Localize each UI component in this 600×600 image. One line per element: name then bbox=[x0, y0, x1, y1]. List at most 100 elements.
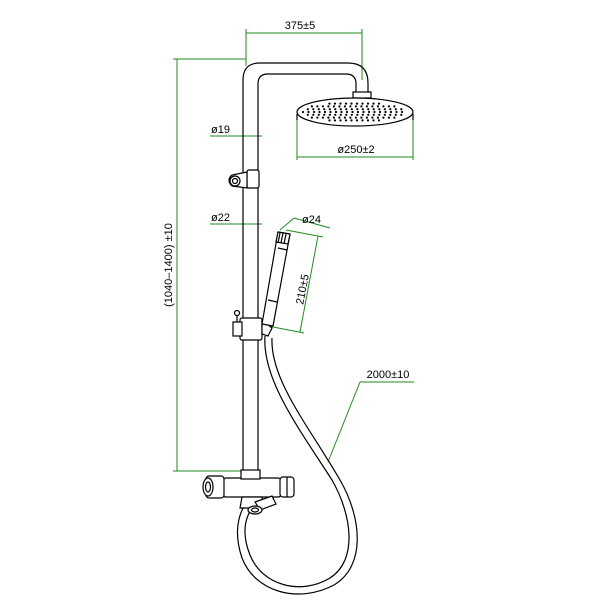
nozzle-dot bbox=[338, 105, 341, 108]
nozzle-dot bbox=[310, 116, 313, 119]
nozzle-dot bbox=[333, 102, 337, 105]
nozzle-dot bbox=[328, 119, 331, 122]
nozzle-dot bbox=[349, 105, 352, 108]
nozzle-dot bbox=[400, 110, 404, 114]
nozzle-dot bbox=[333, 119, 337, 122]
top-width-label: 375±5 bbox=[285, 20, 316, 32]
nozzle-dot bbox=[328, 102, 331, 105]
nozzle-dot bbox=[400, 108, 403, 111]
nozzle-dot bbox=[301, 110, 305, 114]
nozzle-dot bbox=[373, 110, 376, 114]
nozzle-dot bbox=[344, 102, 348, 105]
nozzle-dot bbox=[383, 108, 386, 111]
nozzle-dot bbox=[306, 113, 309, 116]
nozzle-dot bbox=[343, 116, 346, 119]
nozzle-dot bbox=[361, 113, 364, 116]
nozzle-dot bbox=[340, 110, 343, 114]
nozzle-dot bbox=[355, 119, 359, 122]
nozzle-dot bbox=[339, 113, 342, 116]
nozzle-dot bbox=[372, 102, 375, 105]
diameter-22-label: ø22 bbox=[211, 212, 230, 224]
nozzle-dot bbox=[372, 108, 375, 111]
nozzle-dot bbox=[345, 108, 348, 111]
nozzle-dot bbox=[389, 110, 393, 114]
nozzle-dot bbox=[327, 116, 330, 119]
nozzle-dot bbox=[362, 110, 365, 114]
nozzle-dot bbox=[339, 108, 342, 111]
nozzle-dot bbox=[395, 110, 398, 114]
nozzle-dot bbox=[334, 108, 337, 111]
nozzle-dot bbox=[372, 113, 375, 116]
nozzle-dot bbox=[312, 113, 315, 116]
nozzle-dot bbox=[376, 116, 379, 119]
nozzle-dot bbox=[383, 113, 386, 116]
nozzle-dot bbox=[356, 110, 360, 114]
nozzle-dot bbox=[376, 105, 379, 108]
nozzle-dot bbox=[354, 105, 357, 108]
riser-rail bbox=[242, 62, 369, 476]
nozzle-dot bbox=[394, 108, 397, 111]
nozzle-dot bbox=[355, 102, 359, 105]
shower-head-nozzles bbox=[301, 102, 404, 122]
nozzle-dot bbox=[384, 110, 387, 114]
nozzle-dot bbox=[323, 113, 326, 116]
nozzle-dot bbox=[377, 102, 381, 105]
nozzle-dot bbox=[312, 110, 316, 114]
nozzle-dot bbox=[321, 116, 324, 119]
nozzle-dot bbox=[349, 116, 352, 119]
nozzle-dot bbox=[310, 105, 313, 108]
nozzle-dot bbox=[328, 108, 331, 111]
diameter-19-label: ø19 bbox=[211, 124, 230, 136]
nozzle-dot bbox=[378, 113, 381, 116]
nozzle-dot bbox=[316, 116, 319, 119]
dimension-labels: 375±5 ø19 ø250±2 ø22 ø24 (1040–1400) ±10… bbox=[163, 20, 409, 381]
nozzle-dot bbox=[354, 116, 357, 119]
nozzle-dot bbox=[400, 113, 403, 116]
nozzle-dot bbox=[318, 110, 321, 114]
nozzle-dot bbox=[371, 105, 374, 108]
nozzle-dot bbox=[356, 113, 359, 116]
nozzle-dot bbox=[382, 116, 385, 119]
nozzle-dot bbox=[351, 110, 354, 114]
thermostatic-mixer bbox=[202, 469, 295, 515]
nozzle-dot bbox=[387, 105, 390, 108]
height-range-label: (1040–1400) ±10 bbox=[163, 223, 175, 307]
nozzle-dot bbox=[328, 113, 331, 116]
rain-shower-head bbox=[296, 91, 414, 127]
nozzle-dot bbox=[365, 116, 368, 119]
nozzle-dot bbox=[339, 102, 342, 105]
nozzle-dot bbox=[345, 113, 348, 116]
nozzle-dot bbox=[344, 119, 348, 122]
nozzle-dot bbox=[316, 105, 319, 108]
nozzle-dot bbox=[361, 119, 364, 122]
nozzle-dot bbox=[365, 105, 368, 108]
nozzle-dot bbox=[329, 110, 332, 114]
nozzle-dot bbox=[323, 108, 326, 111]
nozzle-dot bbox=[339, 119, 342, 122]
nozzle-dot bbox=[387, 116, 390, 119]
nozzle-dot bbox=[393, 116, 396, 119]
nozzle-dot bbox=[317, 108, 320, 111]
nozzle-dot bbox=[367, 110, 371, 114]
nozzle-dot bbox=[317, 113, 320, 116]
nozzle-dot bbox=[350, 119, 353, 122]
hand-shower bbox=[261, 231, 291, 327]
nozzle-dot bbox=[350, 108, 353, 111]
nozzle-dot bbox=[343, 105, 346, 108]
diameter-24-label: ø24 bbox=[302, 214, 321, 226]
head-diameter-label: ø250±2 bbox=[337, 144, 374, 156]
nozzle-dot bbox=[372, 119, 375, 122]
nozzle-dot bbox=[323, 110, 327, 114]
nozzle-dot bbox=[350, 113, 353, 116]
nozzle-dot bbox=[367, 113, 370, 116]
nozzle-dot bbox=[321, 105, 324, 108]
nozzle-dot bbox=[360, 116, 363, 119]
nozzle-dot bbox=[394, 113, 397, 116]
nozzle-dot bbox=[345, 110, 349, 114]
nozzle-dot bbox=[371, 116, 374, 119]
nozzle-dot bbox=[366, 102, 370, 105]
nozzle-dot bbox=[382, 105, 385, 108]
nozzle-dot bbox=[367, 108, 370, 111]
nozzle-dot bbox=[312, 108, 315, 111]
